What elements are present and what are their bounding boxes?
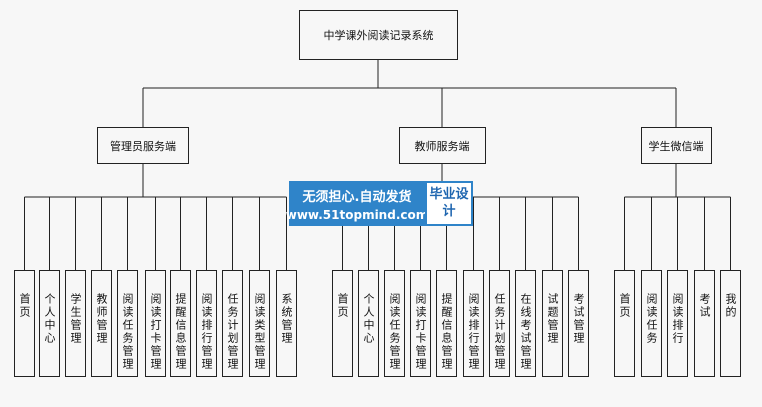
root-node-label: 中学课外阅读记录系统 [323, 29, 434, 42]
leaf-node-label: 考试管理 [572, 293, 585, 345]
leaf-node: 阅读排行管理 [196, 270, 217, 377]
leaf-node-label: 首页 [18, 293, 31, 319]
leaf-node: 任务计划管理 [222, 270, 243, 377]
leaf-node: 首页 [14, 270, 35, 377]
leaf-node-label: 首页 [336, 293, 349, 319]
watermark-badge: 毕业设计 [425, 181, 473, 226]
leaf-node: 阅读任务 [641, 270, 662, 377]
leaf-node-label: 首页 [618, 293, 631, 319]
leaf-node: 阅读打卡管理 [410, 270, 431, 377]
leaf-node: 阅读排行管理 [463, 270, 484, 377]
leaf-node: 个人中心 [39, 270, 60, 377]
watermark-line2: www.51topmind.com [285, 207, 429, 222]
leaf-node-label: 任务计划管理 [226, 293, 239, 371]
branch-node-label: 管理员服务端 [110, 139, 176, 153]
leaf-node-label: 阅读排行管理 [467, 293, 480, 371]
leaf-node: 首页 [614, 270, 635, 377]
branch-node: 教师服务端 [398, 127, 486, 164]
leaf-node-label: 阅读排行管理 [200, 293, 213, 371]
leaf-node: 提醒信息管理 [436, 270, 457, 377]
leaf-node-label: 个人中心 [43, 293, 56, 345]
leaf-node: 我的 [720, 270, 741, 377]
leaf-node: 阅读类型管理 [249, 270, 270, 377]
leaf-node: 阅读任务管理 [117, 270, 138, 377]
leaf-node-label: 我的 [724, 293, 737, 319]
leaf-node: 提醒信息管理 [170, 270, 191, 377]
root-node: 中学课外阅读记录系统 [299, 10, 458, 60]
leaf-node: 在线考试管理 [515, 270, 536, 377]
leaf-node-label: 个人中心 [362, 293, 375, 345]
branch-node-label: 教师服务端 [414, 139, 470, 153]
leaf-node: 试题管理 [542, 270, 563, 377]
leaf-node-label: 试题管理 [546, 293, 559, 345]
leaf-node: 首页 [332, 270, 353, 377]
leaf-node-label: 阅读任务管理 [388, 293, 401, 371]
leaf-node-label: 任务计划管理 [493, 293, 506, 371]
watermark-text-block: 无须担心.自动发货 www.51topmind.com [286, 181, 428, 226]
leaf-node: 考试 [694, 270, 715, 377]
leaf-node: 阅读打卡管理 [145, 270, 166, 377]
branch-node: 管理员服务端 [97, 127, 189, 164]
leaf-node: 阅读任务管理 [384, 270, 405, 377]
leaf-node: 阅读排行 [667, 270, 688, 377]
leaf-node-label: 提醒信息管理 [174, 293, 187, 371]
leaf-node-label: 学生管理 [69, 293, 82, 345]
leaf-node-label: 阅读打卡管理 [149, 293, 162, 371]
leaf-node-label: 阅读任务管理 [121, 293, 134, 371]
leaf-node: 考试管理 [568, 270, 589, 377]
watermark-banner: 无须担心.自动发货 www.51topmind.com 毕业设计 [286, 181, 473, 226]
leaf-node: 学生管理 [65, 270, 86, 377]
watermark-line1: 无须担心.自动发货 [302, 189, 412, 205]
leaf-node: 教师管理 [91, 270, 112, 377]
leaf-node-label: 考试 [698, 293, 711, 319]
leaf-node-label: 教师管理 [95, 293, 108, 345]
leaf-node-label: 系统管理 [280, 293, 293, 345]
leaf-node-label: 阅读打卡管理 [414, 293, 427, 371]
branch-node-label: 学生微信端 [648, 139, 704, 153]
leaf-node: 系统管理 [276, 270, 297, 377]
leaf-node: 个人中心 [358, 270, 379, 377]
leaf-node: 任务计划管理 [489, 270, 510, 377]
leaf-node-label: 阅读排行 [671, 293, 684, 345]
leaf-node-label: 阅读任务 [645, 293, 658, 345]
leaf-node-label: 阅读类型管理 [253, 293, 266, 371]
branch-node: 学生微信端 [640, 127, 712, 164]
leaf-node-label: 提醒信息管理 [440, 293, 453, 371]
leaf-node-label: 在线考试管理 [519, 293, 532, 371]
